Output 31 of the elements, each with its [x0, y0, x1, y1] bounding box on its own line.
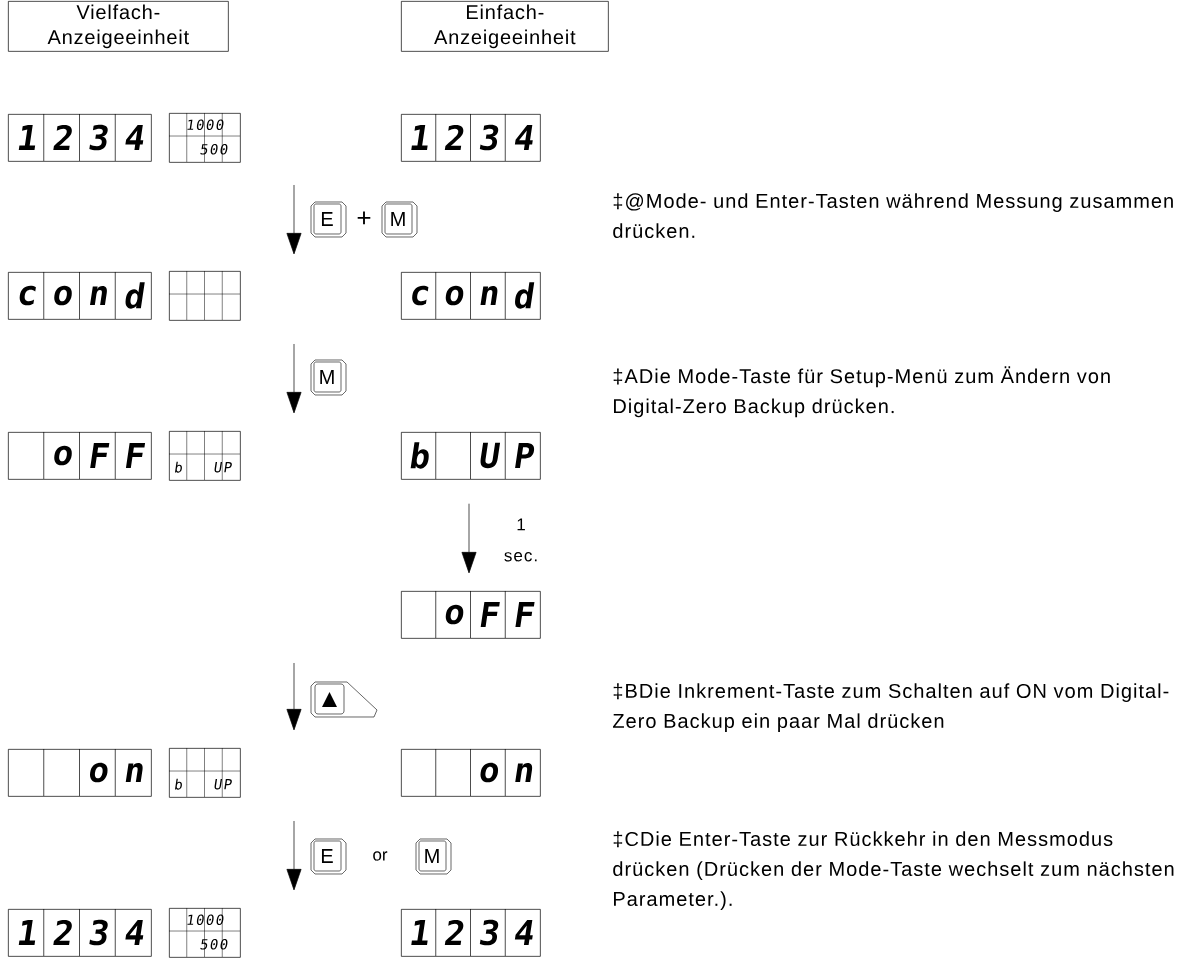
keyboard-key: M [310, 359, 347, 396]
instruction-text: ‡@Mode- und Enter-Tasten während Messung zusammen drücken. [613, 193, 1173, 239]
heading-box: Einfach- Anzeigeeinheit [401, 1, 609, 52]
segment-display: o F F [401, 590, 541, 639]
segment-display: 1 2 3 4 [401, 908, 541, 957]
segment-display: o n [8, 748, 152, 797]
connector-word: + [357, 211, 371, 225]
keyboard-key: E [310, 201, 347, 238]
small-display [168, 270, 241, 321]
segment-display: 1 2 3 4 [8, 908, 152, 957]
segment-display: 1 2 3 4 [8, 113, 152, 162]
arrow [461, 503, 477, 574]
instruction-text: ‡CDie Enter-Taste zur Rückkehr in den Messmodus drücken (Drücken der Mode-Taste wechselt zum nächsten Parameter.). [613, 831, 1174, 910]
segment-display: 1 2 3 4 [401, 113, 541, 162]
small-display: b UP [168, 430, 241, 481]
segment-display: o F F [8, 431, 152, 480]
edge-label: 1 sec. [496, 517, 546, 563]
instruction-text: ‡ADie Mode-Taste für Setup-Menü zum Ändern von Digital-Zero Backup drücken. [613, 366, 1110, 418]
connector-word: or [373, 851, 388, 861]
heading-box: Vielfach- Anzeigeeinheit [8, 1, 229, 52]
instruction-text: ‡BDie Inkrement-Taste zum Schalten auf ON vom Digital-Zero Backup ein paar Mal drücken [613, 683, 1169, 732]
small-display: 1000 500 [168, 907, 241, 958]
keyboard-key: M [415, 838, 452, 875]
small-display: 1000 500 [168, 112, 241, 163]
segment-display: o n [401, 748, 541, 797]
keyboard-key: M [381, 201, 418, 238]
segment-display: c o n d [8, 271, 152, 320]
segment-display: c o n d [401, 271, 541, 320]
segment-display: b U P [401, 431, 541, 480]
keyboard-key: E [310, 838, 347, 875]
small-display: b UP [168, 747, 241, 798]
